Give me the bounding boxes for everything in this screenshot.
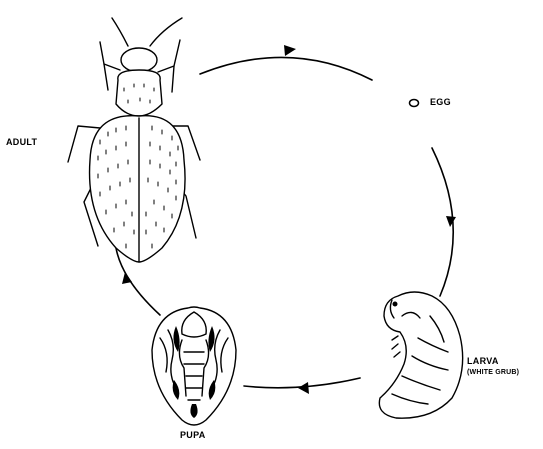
pupa-label: PUPA	[180, 431, 206, 440]
egg-label: EGG	[430, 98, 451, 107]
arrow-adult-to-egg	[200, 57, 372, 80]
larva-label: LARVA	[467, 357, 499, 366]
larva-illustration	[379, 292, 462, 418]
arrowhead-adult-to-egg	[284, 45, 296, 56]
adult-label: ADULT	[6, 138, 37, 147]
larva-sublabel: (WHITE GRUB)	[467, 369, 519, 376]
egg-illustration	[410, 100, 419, 107]
arrowhead-egg-to-larva	[446, 216, 456, 227]
arrowhead-larva-to-pupa	[298, 382, 309, 394]
arrowhead-pupa-to-adult	[122, 272, 132, 284]
adult-beetle-illustration	[68, 18, 200, 262]
